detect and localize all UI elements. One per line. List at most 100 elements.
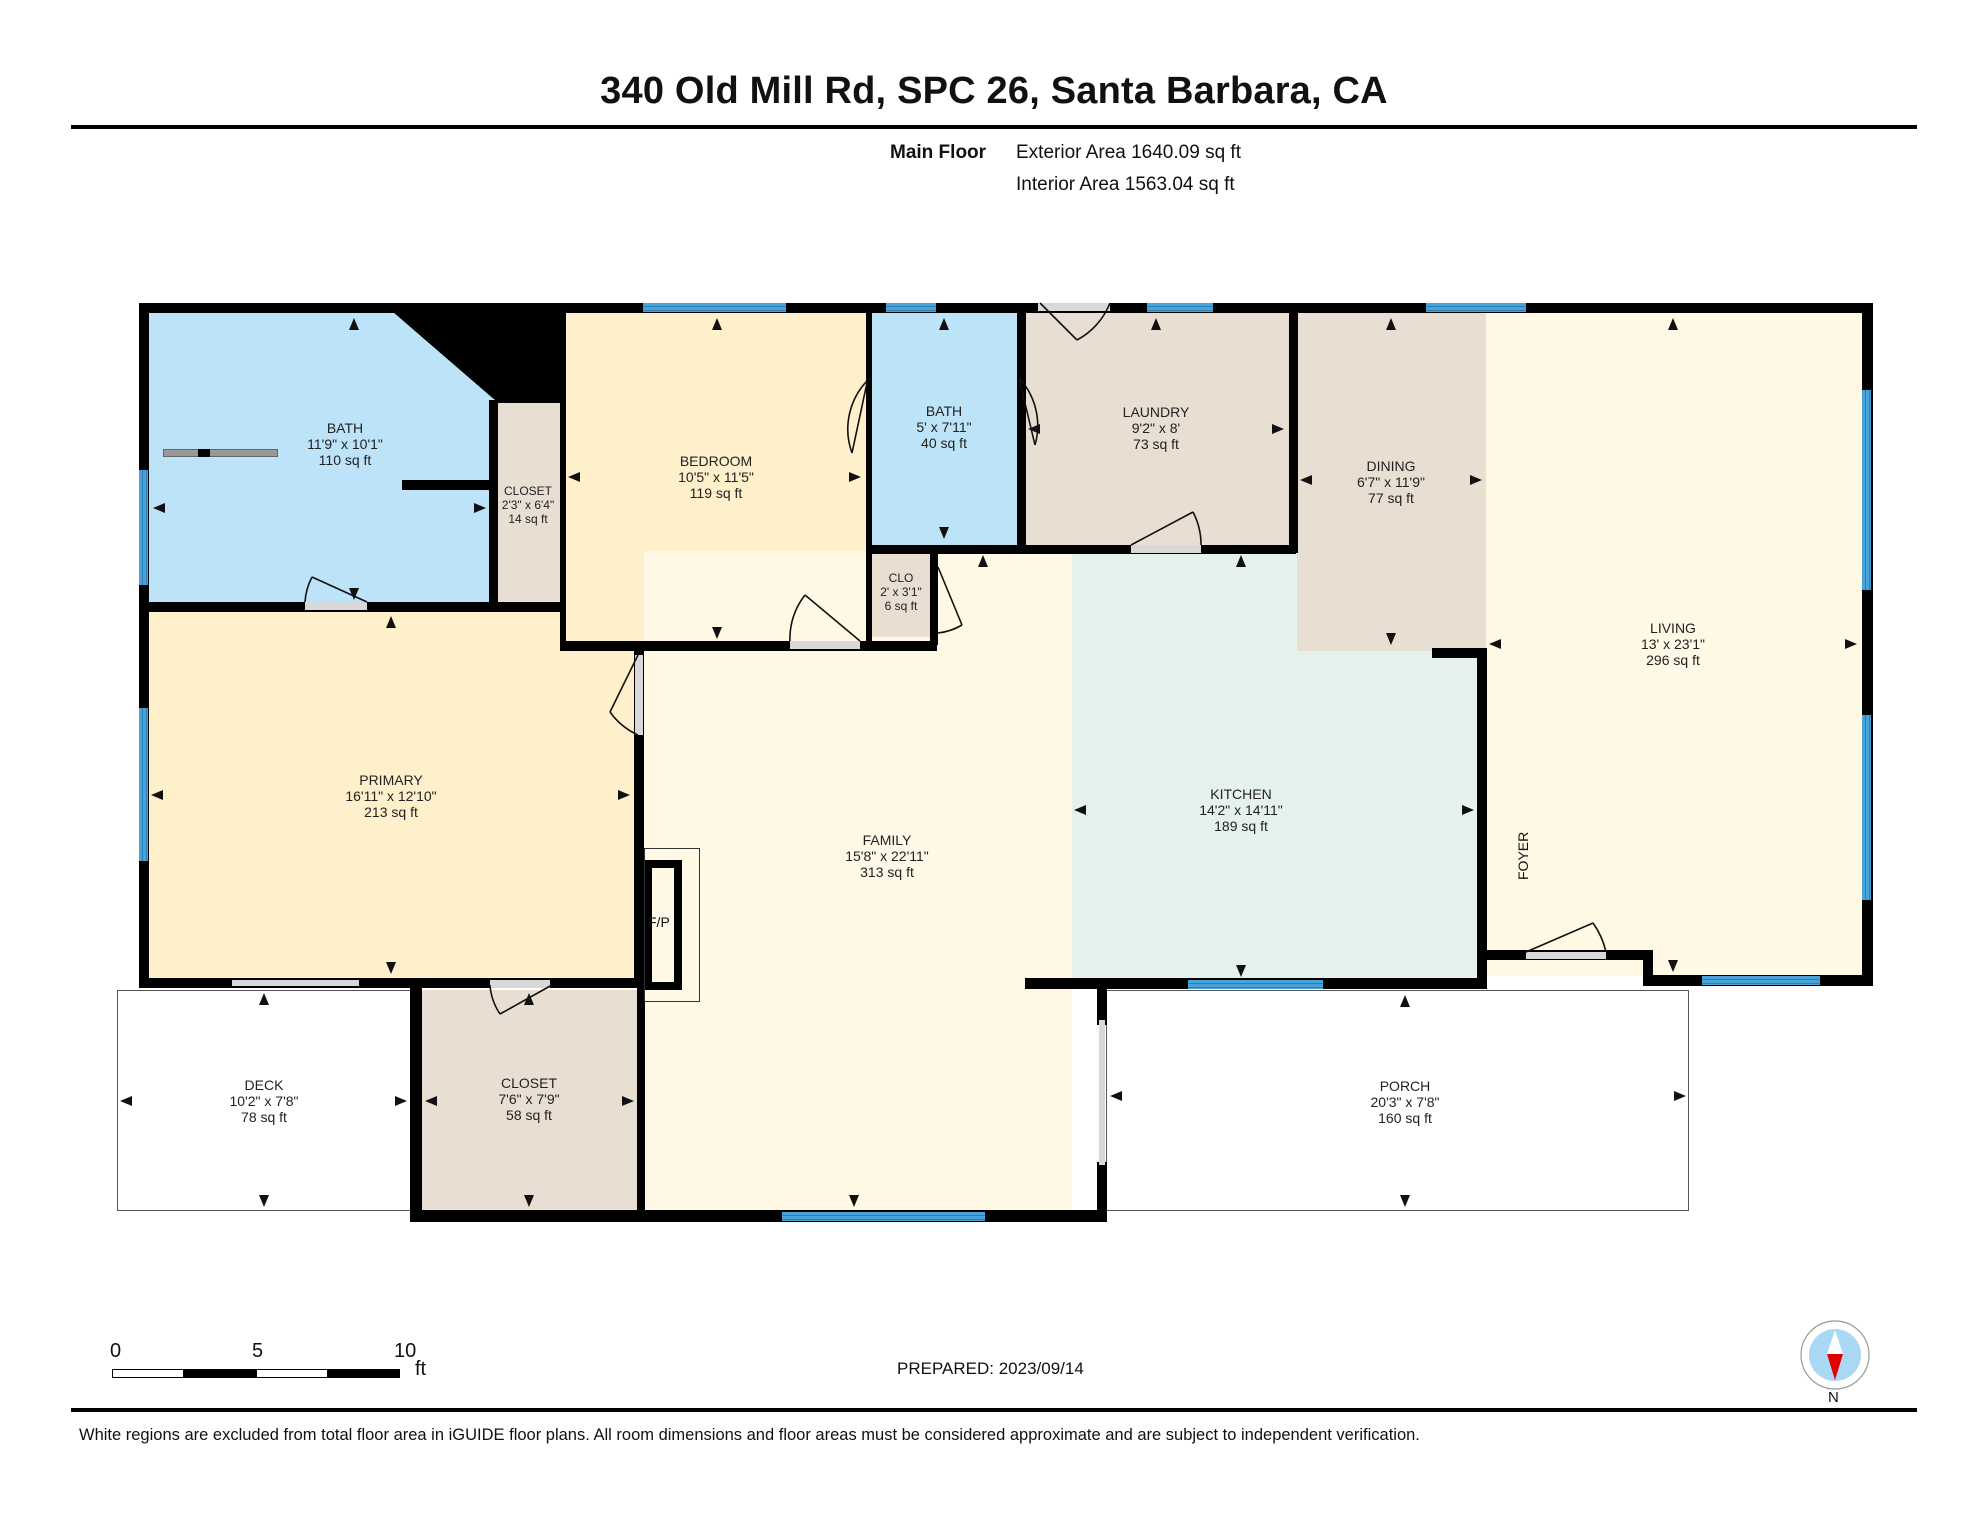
door[interactable] <box>490 980 550 988</box>
wall-bedroom-bottom <box>560 641 937 651</box>
window <box>1426 303 1526 312</box>
door[interactable] <box>305 602 367 610</box>
dimension-arrow-icon <box>849 472 861 482</box>
dimension-arrow-icon <box>1489 639 1501 649</box>
door[interactable] <box>1526 952 1606 959</box>
wall-closet1-right <box>560 303 566 643</box>
dimension-arrow-icon <box>939 527 949 539</box>
door[interactable] <box>232 980 359 986</box>
room-bath-1[interactable] <box>148 312 493 606</box>
dimension-arrow-icon <box>151 790 163 800</box>
compass-icon <box>1800 1320 1870 1390</box>
dimension-arrow-icon <box>1668 960 1678 972</box>
scale-unit: ft <box>415 1358 427 1380</box>
door[interactable] <box>635 655 643 735</box>
dimension-arrow-icon <box>259 1195 269 1207</box>
scale-tick-5: 5 <box>252 1340 264 1362</box>
compass-north-label: N <box>1828 1389 1839 1406</box>
dimension-arrow-icon <box>568 472 580 482</box>
dimension-arrow-icon <box>1400 995 1410 1007</box>
wall-bath2-right <box>1017 303 1026 553</box>
window <box>139 708 148 861</box>
floor-label: Main Floor <box>890 142 987 163</box>
dimension-arrow-icon <box>1300 475 1312 485</box>
room-living[interactable] <box>1486 312 1863 976</box>
dimension-arrow-icon <box>349 318 359 330</box>
wall-bath1-right <box>489 400 498 610</box>
door[interactable] <box>1131 545 1201 553</box>
scale-segment <box>256 1369 328 1378</box>
foyer-label: FOYER <box>1515 831 1531 880</box>
dimension-arrow-icon <box>1400 1195 1410 1207</box>
wall-kitchen-right <box>1477 650 1487 983</box>
room-laundry[interactable] <box>1025 312 1290 548</box>
wall-bottom-primary <box>139 978 645 988</box>
dimension-arrow-icon <box>1470 475 1482 485</box>
dimension-arrow-icon <box>259 993 269 1005</box>
room-family[interactable] <box>644 551 1072 1211</box>
door[interactable] <box>1038 303 1110 311</box>
fireplace-label: F/P <box>648 914 670 930</box>
page-title: 340 Old Mill Rd, SPC 26, Santa Barbara, … <box>600 70 1388 112</box>
dimension-arrow-icon <box>524 1195 534 1207</box>
prepared-date: PREPARED: 2023/09/14 <box>897 1359 1084 1378</box>
dimension-arrow-icon <box>1236 965 1246 977</box>
dimension-arrow-icon <box>712 627 722 639</box>
room-clo[interactable] <box>871 551 930 637</box>
dimension-arrow-icon <box>153 503 165 513</box>
dimension-arrow-icon <box>618 790 630 800</box>
dimension-arrow-icon <box>1272 424 1284 434</box>
bath-fixture <box>163 449 278 457</box>
dimension-arrow-icon <box>1074 805 1086 815</box>
dimension-arrow-icon <box>939 318 949 330</box>
dimension-arrow-icon <box>120 1096 132 1106</box>
room-closet-2[interactable] <box>422 990 638 1211</box>
room-deck[interactable] <box>117 990 411 1211</box>
dimension-arrow-icon <box>1028 424 1040 434</box>
door[interactable] <box>1099 1020 1105 1165</box>
bath-fixture-divider <box>198 449 210 457</box>
wall-bath1-stub <box>402 480 492 490</box>
wall-family-right-lower2 <box>1097 1162 1107 1222</box>
wall-bath2-bottom <box>866 545 1296 554</box>
exterior-area: Exterior Area 1640.09 sq ft <box>1016 142 1241 163</box>
window <box>1188 980 1323 989</box>
dimension-arrow-icon <box>1674 1091 1686 1101</box>
scale-segment <box>328 1369 400 1378</box>
window <box>886 303 936 312</box>
wall-right <box>1862 303 1873 986</box>
wall-fireplace <box>644 860 682 990</box>
room-porch[interactable] <box>1106 990 1689 1211</box>
dimension-arrow-icon <box>524 993 534 1005</box>
dimension-arrow-icon <box>978 555 988 567</box>
scale-segment <box>184 1369 256 1378</box>
wall-primary-right <box>634 643 644 988</box>
wall-closet2-left <box>410 985 422 1222</box>
window <box>1862 715 1871 900</box>
footer-divider <box>71 1408 1917 1412</box>
dimension-arrow-icon <box>1386 633 1396 645</box>
door[interactable] <box>790 641 860 649</box>
window <box>139 470 148 585</box>
dimension-arrow-icon <box>474 503 486 513</box>
wall-top <box>139 303 1873 313</box>
dimension-arrow-icon <box>349 588 359 600</box>
wall-closet2-right <box>637 985 645 1215</box>
room-closet-1[interactable] <box>497 403 560 602</box>
wall-living-notch <box>1643 950 1653 983</box>
room-bath-2[interactable] <box>871 312 1019 547</box>
dimension-arrow-icon <box>386 616 396 628</box>
wall-clo-right <box>930 545 938 645</box>
room-dining[interactable] <box>1297 312 1486 651</box>
dimension-arrow-icon <box>1151 318 1161 330</box>
dimension-arrow-icon <box>1386 318 1396 330</box>
room-primary[interactable] <box>148 612 635 980</box>
